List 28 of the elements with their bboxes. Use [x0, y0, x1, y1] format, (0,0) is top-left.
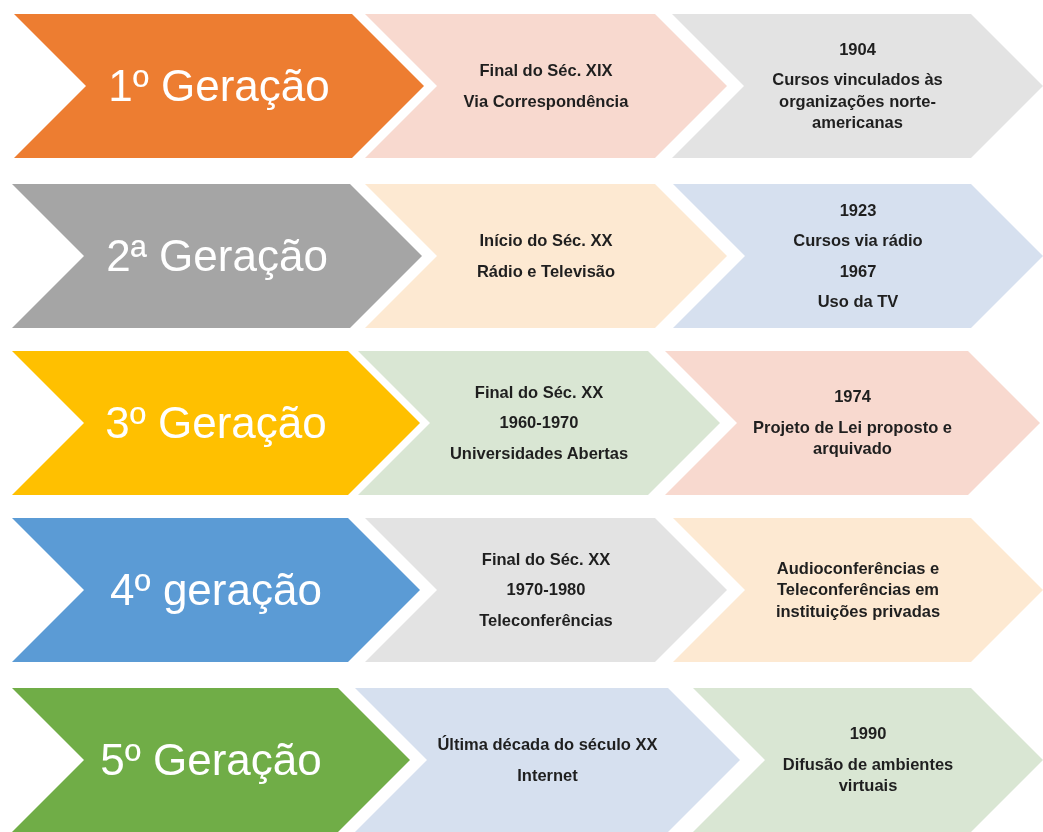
- timeline-text: 1904: [839, 38, 876, 60]
- timeline-text: 1970-1980: [506, 579, 586, 601]
- timeline-text: 1974: [834, 386, 871, 408]
- timeline-text: 1960-1970: [499, 412, 579, 434]
- timeline-text: Final do Séc. XX: [474, 381, 604, 403]
- generation-title: 1º Geração: [108, 61, 330, 111]
- timeline-text: Uso da TV: [817, 290, 899, 312]
- timeline-text: Cursos via rádio: [793, 230, 923, 252]
- generation-title: 4º geração: [110, 565, 322, 615]
- generation-title: 3º Geração: [105, 398, 327, 448]
- timeline-text: 1990: [849, 723, 887, 745]
- timeline-text: Universidades Abertas: [449, 442, 629, 464]
- timeline-text: Final do Séc. XIX: [479, 60, 613, 82]
- timeline-text: Início do Séc. XX: [479, 230, 613, 252]
- timeline-text: Internet: [517, 764, 578, 786]
- timeline-text: Audioconferências e Teleconferências em instituições privadas: [774, 557, 942, 622]
- generation-title: 5º Geração: [100, 735, 322, 785]
- timeline-text: Rádio e Televisão: [476, 260, 616, 282]
- timeline-text: Cursos vinculados às organizações norte-americanas: [771, 69, 944, 133]
- timeline-text: Difusão de ambientes virtuais: [781, 753, 955, 797]
- timeline-text: Última década do século XX: [437, 734, 658, 756]
- timeline-text: Projeto de Lei proposto e arquivado: [752, 416, 953, 460]
- timeline-text: Teleconferências: [479, 609, 613, 631]
- timeline-text: Via Correspondência: [463, 90, 629, 112]
- generation-title: 2ª Geração: [106, 231, 328, 281]
- timeline-text: 1967: [839, 260, 877, 282]
- timeline-text: 1923: [839, 199, 877, 221]
- timeline-text: Final do Séc. XX: [481, 548, 611, 570]
